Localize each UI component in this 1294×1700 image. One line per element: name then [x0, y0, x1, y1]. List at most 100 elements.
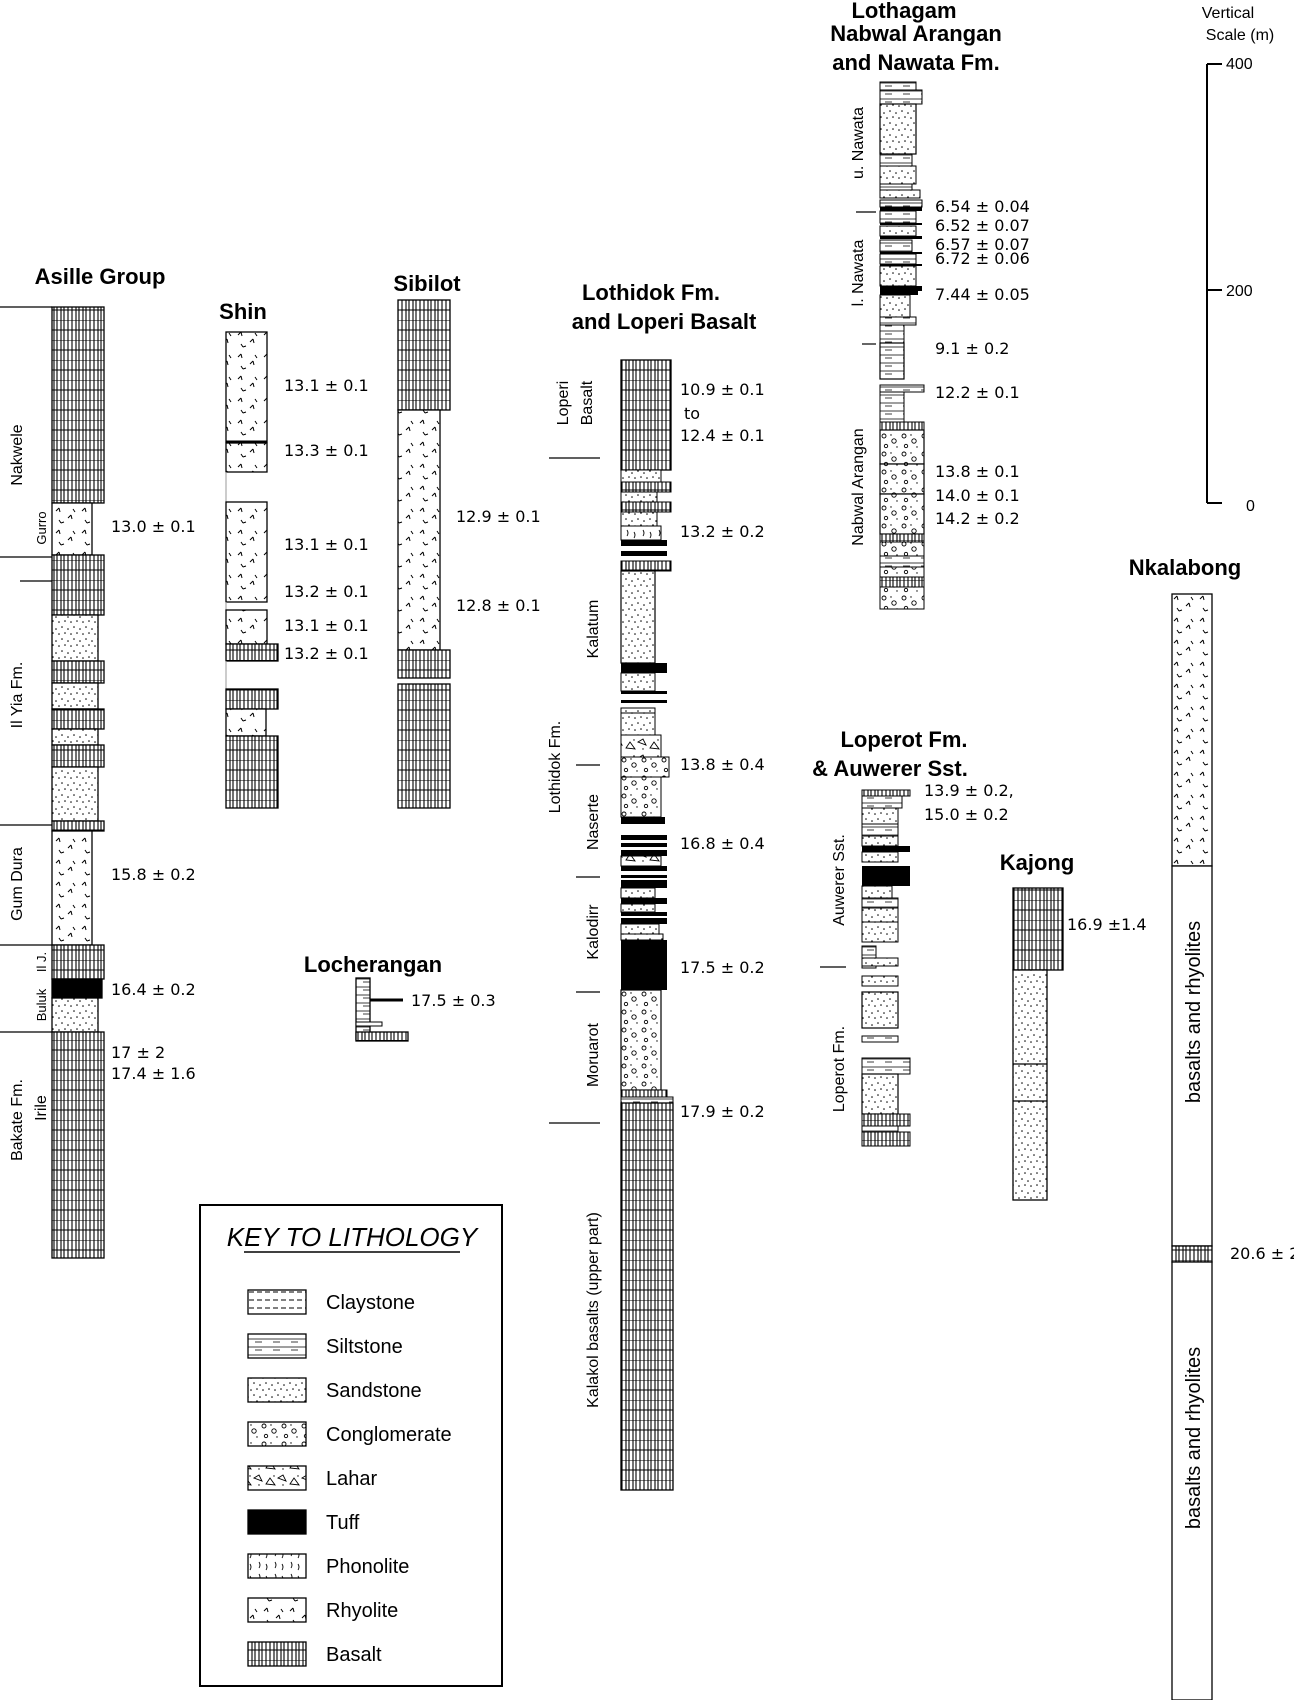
- lothidok-title-line2: and Loperi Basalt: [572, 309, 757, 334]
- unit-bakate: Bakate Fm.: [9, 1079, 26, 1161]
- unit-moruarot: Moruarot: [585, 1022, 602, 1087]
- key-label-basalt: Basalt: [326, 1644, 382, 1666]
- kajong-title: Kajong: [1000, 850, 1075, 875]
- nkalabong-age-1: 20.6 ± 2: [1230, 1244, 1294, 1263]
- key-label-claystone: Claystone: [326, 1292, 415, 1314]
- unit-gurro: Gurro: [34, 511, 49, 544]
- loperot-title-line1: Loperot Fm.: [840, 727, 967, 752]
- lithology-key: KEY TO LITHOLOGY Claystone Siltstone San…: [199, 1204, 503, 1687]
- shin-age-1: 13.1 ± 0.1: [284, 376, 369, 395]
- unit-lothidok-fm: Lothidok Fm.: [547, 721, 564, 813]
- lothagam-age-1: 6.54 ± 0.04: [935, 197, 1030, 216]
- vertical-scale: Vertical Scale (m) 400 200 0: [1202, 5, 1274, 515]
- shin-column: [225, 331, 279, 809]
- unit-kalatum: Kalatum: [585, 600, 602, 659]
- nkalabong-title: Nkalabong: [1129, 555, 1241, 580]
- sibilot-title: Sibilot: [393, 271, 461, 296]
- lothidok-age-5: 13.8 ± 0.4: [680, 755, 765, 774]
- unit-auwerer: Auwerer Sst.: [831, 834, 848, 926]
- kajong-column: [1012, 887, 1064, 1201]
- lothidok-title-line1: Lothidok Fm.: [582, 280, 720, 305]
- key-swatch-rhyolite: [247, 1597, 307, 1623]
- unit-kalakol: Kalakol basalts (upper part): [585, 1212, 602, 1408]
- loperot-title-line2: & Auwerer Sst.: [812, 756, 968, 781]
- unit-l-nawata: l. Nawata: [850, 240, 867, 307]
- unit-ilj: Il J.: [34, 952, 49, 972]
- unit-loperi-line2: Basalt: [579, 380, 596, 425]
- key-label-sandstone: Sandstone: [326, 1380, 422, 1402]
- asille-group-title: Asille Group: [35, 264, 166, 289]
- lothagam-age-9: 14.0 ± 0.1: [935, 486, 1020, 505]
- key-swatch-sandstone: [247, 1377, 307, 1403]
- asille-unit-dividers: [0, 306, 52, 1033]
- lothidok-unit-dividers: [549, 457, 600, 1124]
- key-label-phonolite: Phonolite: [326, 1556, 409, 1578]
- key-label-tuff: Tuff: [326, 1512, 360, 1534]
- lothidok-column: [620, 359, 674, 1491]
- lothagam-column: [879, 81, 925, 610]
- unit-kalodirr: Kalodirr: [585, 904, 602, 960]
- lothagam-age-4: 6.72 ± 0.06: [935, 249, 1030, 268]
- key-swatch-conglomerate: [247, 1421, 307, 1447]
- asille-age-4: 17 ± 2: [111, 1043, 165, 1062]
- unit-nabwal-arangan: Nabwal Arangan: [850, 428, 867, 545]
- lothidok-age-3: 12.4 ± 0.1: [680, 426, 765, 445]
- lothagam-age-8: 13.8 ± 0.1: [935, 462, 1020, 481]
- locherangan-title: Locherangan: [304, 952, 442, 977]
- unit-u-nawata: u. Nawata: [850, 107, 867, 179]
- scale-label-0: 0: [1246, 498, 1255, 515]
- loperot-column: [861, 789, 911, 1147]
- unit-nakwele: Nakwele: [9, 424, 26, 485]
- lothidok-age-8: 17.9 ± 0.2: [680, 1102, 765, 1121]
- asille-column: [51, 306, 105, 1259]
- shin-age-6: 13.2 ± 0.1: [284, 644, 369, 663]
- unit-nkalabong-lower: basalts and rhyolites: [1183, 1347, 1205, 1529]
- scale-title-line1: Vertical: [1202, 5, 1254, 22]
- key-swatch-basalt: [247, 1641, 307, 1667]
- lothidok-age-6: 16.8 ± 0.4: [680, 834, 765, 853]
- key-swatch-tuff: [247, 1509, 307, 1535]
- lothagam-title-line1: Lothagam: [851, 0, 956, 23]
- shin-age-5: 13.1 ± 0.1: [284, 616, 369, 635]
- sibilot-age-2: 12.8 ± 0.1: [456, 596, 541, 615]
- asille-age-1: 13.0 ± 0.1: [111, 517, 196, 536]
- sibilot-column: [397, 299, 451, 809]
- locherangan-age-1: 17.5 ± 0.3: [411, 991, 496, 1010]
- lothagam-age-7: 12.2 ± 0.1: [935, 383, 1020, 402]
- lothidok-age-1: 10.9 ± 0.1: [680, 380, 765, 399]
- lothidok-age-2: to: [684, 404, 700, 423]
- sibilot-age-1: 12.9 ± 0.1: [456, 507, 541, 526]
- shin-title: Shin: [219, 299, 267, 324]
- unit-loperot-fm: Loperot Fm.: [831, 1026, 848, 1112]
- key-swatch-claystone: [247, 1289, 307, 1315]
- key-swatch-siltstone: [247, 1333, 307, 1359]
- unit-ilyia: Il Yia Fm.: [9, 662, 26, 729]
- unit-naserte: Naserte: [585, 794, 602, 850]
- key-label-siltstone: Siltstone: [326, 1336, 403, 1358]
- lothagam-age-2: 6.52 ± 0.07: [935, 216, 1030, 235]
- lothagam-unit-dividers: [856, 211, 876, 345]
- asille-age-5: 17.4 ± 1.6: [111, 1064, 196, 1083]
- asille-age-3: 16.4 ± 0.2: [111, 980, 196, 999]
- lothagam-age-3: 6.57 ± 0.07: [935, 235, 1030, 254]
- shin-age-2: 13.3 ± 0.1: [284, 441, 369, 460]
- lothagam-title-line2: Nabwal Arangan: [830, 21, 1002, 46]
- scale-label-400: 400: [1226, 56, 1253, 73]
- unit-buluk: Buluk: [34, 988, 49, 1021]
- lothidok-age-7: 17.5 ± 0.2: [680, 958, 765, 977]
- shin-age-4: 13.2 ± 0.1: [284, 582, 369, 601]
- unit-loperi-line1: Loperi: [555, 381, 572, 425]
- shin-age-3: 13.1 ± 0.1: [284, 535, 369, 554]
- lothidok-age-4: 13.2 ± 0.2: [680, 522, 765, 541]
- key-label-conglomerate: Conglomerate: [326, 1424, 452, 1446]
- loperot-age-2: 15.0 ± 0.2: [924, 805, 1009, 824]
- nkalabong-column: [1171, 593, 1213, 1700]
- key-swatch-phonolite: [247, 1553, 307, 1579]
- lothagam-age-5: 7.44 ± 0.05: [935, 285, 1030, 304]
- locherangan-column: [355, 977, 409, 1042]
- key-swatch-lahar: [247, 1465, 307, 1491]
- asille-age-2: 15.8 ± 0.2: [111, 865, 196, 884]
- unit-irile: Irile: [33, 1095, 50, 1121]
- scale-title-line2: Scale (m): [1206, 27, 1274, 44]
